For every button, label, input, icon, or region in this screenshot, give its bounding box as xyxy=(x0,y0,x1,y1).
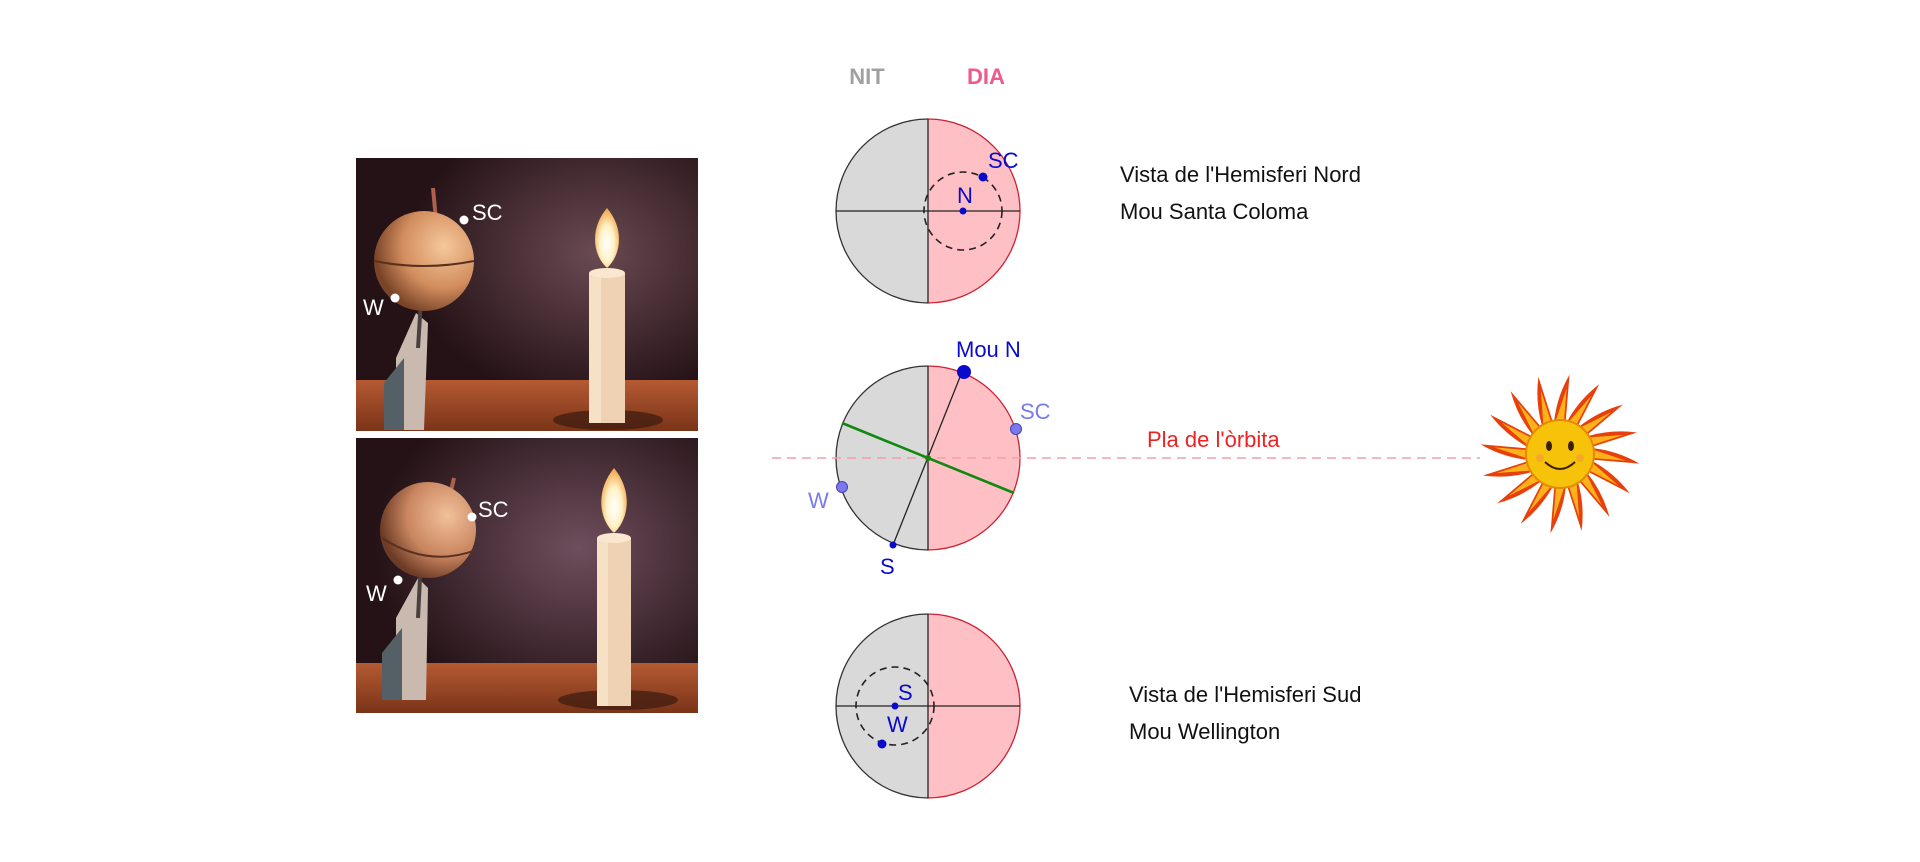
north-pole-marker xyxy=(957,365,971,379)
side-sc-label: SC xyxy=(1020,399,1051,424)
north-sc-label: SC xyxy=(988,148,1019,173)
mou-n-label: Mou N xyxy=(956,337,1021,362)
night-label: NIT xyxy=(849,64,885,89)
north-pole-point xyxy=(960,208,967,215)
w-point xyxy=(878,740,887,749)
earth-center xyxy=(925,455,931,461)
south-view-subtitle: Mou Wellington xyxy=(1129,719,1280,744)
south-pole-marker xyxy=(890,542,897,549)
south-hemisphere-view: S W xyxy=(836,614,1020,798)
side-w-label: W xyxy=(808,488,829,513)
side-s-label: S xyxy=(880,554,895,579)
south-w-label: W xyxy=(887,712,908,737)
south-pole-label: S xyxy=(898,680,913,705)
sun-icon xyxy=(1481,375,1640,534)
south-view-title: Vista de l'Hemisferi Sud xyxy=(1129,682,1361,707)
north-view-title: Vista de l'Hemisferi Nord xyxy=(1120,162,1361,187)
north-view-subtitle: Mou Santa Coloma xyxy=(1120,199,1309,224)
north-pole-label: N xyxy=(957,183,973,208)
orbit-plane-label: Pla de l'òrbita xyxy=(1147,427,1280,452)
day-label: DIA xyxy=(967,64,1005,89)
side-view: Mou N S SC W xyxy=(772,337,1480,579)
sc-marker xyxy=(1011,424,1022,435)
sc-point xyxy=(979,173,988,182)
w-marker xyxy=(837,482,848,493)
north-hemisphere-view: N SC xyxy=(836,119,1020,303)
